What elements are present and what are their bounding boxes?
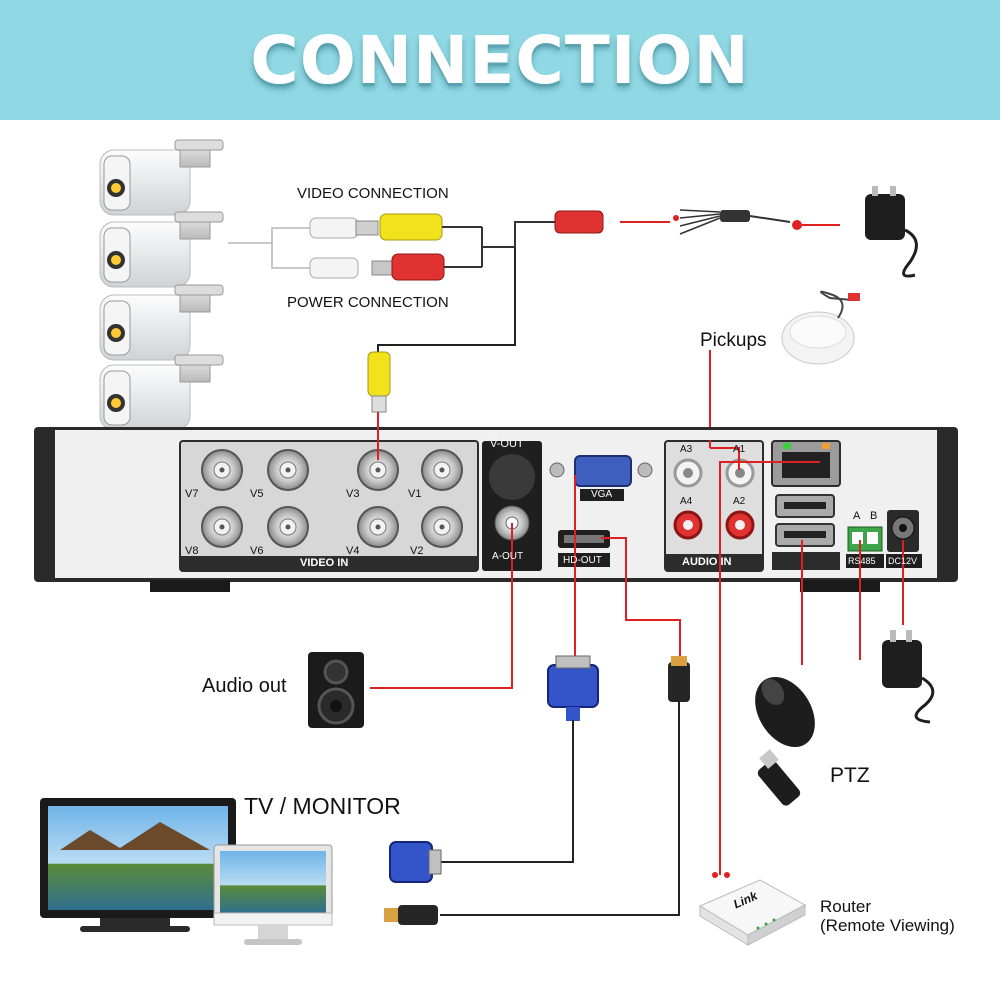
vga-port xyxy=(574,455,632,487)
signal-wires xyxy=(370,412,904,875)
vga-cable-plug xyxy=(547,655,599,721)
tv-monitor-label: TV / MONITOR xyxy=(244,793,401,819)
hdout-label: HD-OUT xyxy=(563,555,602,566)
router-subtitle: (Remote Viewing) xyxy=(820,916,955,935)
ptz-label: PTZ xyxy=(830,764,870,787)
port-label-a2: A2 xyxy=(733,496,746,507)
camera-1 xyxy=(99,139,224,216)
tv-icon xyxy=(40,798,236,932)
speaker-icon xyxy=(308,652,364,728)
pickups-label: Pickups xyxy=(700,330,767,351)
header-banner: CONNECTION xyxy=(0,0,1000,120)
router-label: Router xyxy=(820,897,872,916)
camera-2 xyxy=(99,211,224,288)
port-label-v2: V2 xyxy=(410,545,424,557)
port-label-v5: V5 xyxy=(250,488,264,500)
audio-in-title: AUDIO IN xyxy=(682,556,732,568)
hdmi-cable-plug xyxy=(668,656,690,702)
port-label-v4: V4 xyxy=(346,545,360,557)
camera-group xyxy=(99,139,224,431)
pickup-microphone-icon xyxy=(781,290,860,365)
vout-label: V-OUT xyxy=(490,438,524,450)
port-label-v3: V3 xyxy=(346,488,360,500)
power-connection-label: POWER CONNECTION xyxy=(287,294,449,311)
port-label-v6: V6 xyxy=(250,545,264,557)
port-label-v7: V7 xyxy=(185,488,199,500)
port-label-a3: A3 xyxy=(680,444,693,455)
dc12v-label: DC12V xyxy=(888,556,918,566)
video-cable xyxy=(377,247,516,355)
power-adapter-dvr-icon xyxy=(882,630,935,724)
port-label-a4: A4 xyxy=(680,496,693,507)
page-title: CONNECTION xyxy=(250,22,750,99)
audio-rca-ports xyxy=(673,458,755,540)
bnc-ports xyxy=(201,449,463,548)
port-label-v8: V8 xyxy=(185,545,199,557)
power-adapter-icon xyxy=(865,186,918,278)
video-connector-pair xyxy=(309,213,482,241)
yellow-rca-plug xyxy=(367,351,391,413)
router-icon xyxy=(698,879,807,946)
rs485-b-label: B xyxy=(870,510,878,522)
rs485-a-label: A xyxy=(853,510,861,522)
splice-wire xyxy=(481,221,555,267)
usb-dongle-icon xyxy=(757,749,801,806)
video-in-title: VIDEO IN xyxy=(300,557,349,569)
red-plug xyxy=(554,210,604,234)
power-connector-pair xyxy=(309,253,482,281)
camera-4 xyxy=(99,354,224,431)
camera-pigtail-wires xyxy=(228,227,318,269)
hdmi-monitor-plug xyxy=(384,905,438,925)
aout-label: A-OUT xyxy=(492,551,524,562)
vga-label: VGA xyxy=(591,489,613,500)
monitor-icon xyxy=(213,844,333,945)
port-label-v1: V1 xyxy=(408,488,422,500)
camera-3 xyxy=(99,284,224,361)
audio-out-label: Audio out xyxy=(202,675,287,697)
vga-monitor-plug xyxy=(389,841,442,883)
power-splitter-icon xyxy=(673,209,791,235)
rs485-label: RS485 xyxy=(848,556,876,566)
dvr-unit xyxy=(34,427,958,592)
mouse-icon xyxy=(755,676,815,748)
port-label-a1: A1 xyxy=(733,444,746,455)
video-connection-label: VIDEO CONNECTION xyxy=(297,185,449,202)
